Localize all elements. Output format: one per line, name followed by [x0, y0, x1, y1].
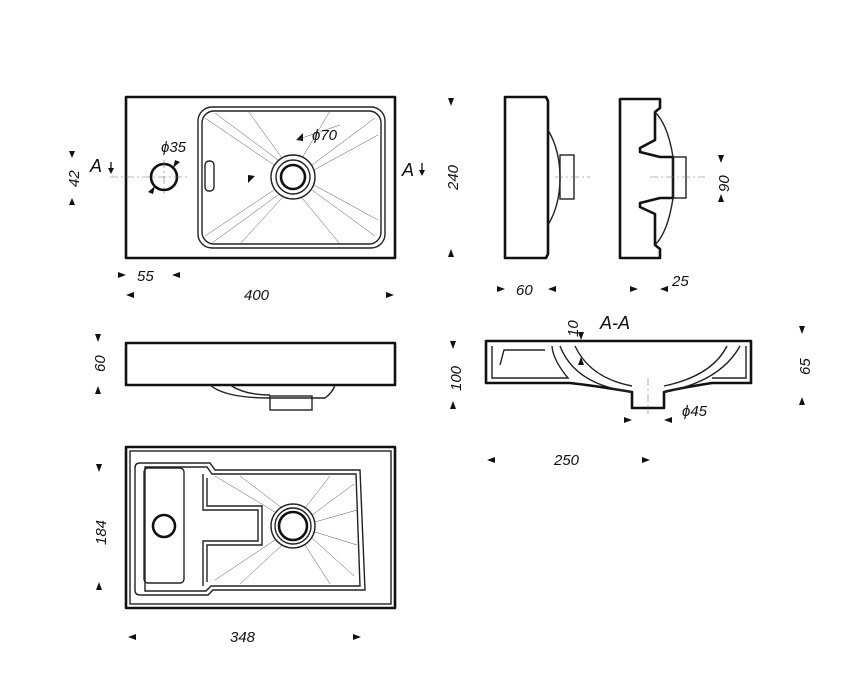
dim-240: 240 [445, 164, 462, 191]
dim-42: 42 [66, 170, 83, 187]
dim-250: 250 [553, 452, 580, 469]
dim-65: 65 [797, 358, 814, 375]
dim-184: 184 [93, 520, 110, 545]
drain-hole-dim: ϕ70 [312, 127, 338, 144]
section-view: 90 25 [618, 97, 733, 292]
top-view-outline [124, 95, 397, 260]
section-aa-title: A-A [599, 313, 630, 333]
drain-outer [270, 154, 316, 200]
drain-hole [279, 163, 307, 191]
section-view-outline [618, 97, 675, 260]
section-marker-left: A [89, 156, 102, 176]
overflow-slot [204, 160, 215, 192]
side-view: 60 [497, 95, 590, 299]
tap-hole-box [143, 467, 185, 584]
top-view-bowl [197, 106, 386, 249]
dim-25: 25 [671, 273, 689, 290]
dim-10: 10 [565, 320, 582, 337]
front-view-outline [124, 341, 397, 387]
section-aa-outline [484, 339, 753, 410]
section-aa-view: A-A 10 100 65 ϕ45 250 [448, 313, 814, 469]
bottom-view-outline [124, 445, 397, 610]
bottom-drain-hole [277, 510, 309, 542]
tap-hole-dim: ϕ35 [161, 139, 187, 156]
section-marker-right: A [401, 160, 414, 180]
side-view-outline [503, 95, 550, 260]
dim-100: 100 [448, 365, 465, 391]
bottom-radial-lines [214, 475, 358, 585]
dim-front-60: 60 [92, 355, 109, 372]
bottom-view: 184 348 [93, 445, 397, 646]
front-view: 60 [92, 334, 397, 411]
bottom-tap-hole [151, 513, 177, 539]
top-view: ϕ35 ϕ70 A A 42 240 55 400 [66, 95, 462, 304]
dim-348: 348 [230, 629, 256, 646]
front-view-drain [269, 395, 313, 411]
dim-aa-drain: ϕ45 [682, 403, 708, 420]
dim-400: 400 [244, 287, 270, 304]
dim-side-60: 60 [516, 282, 533, 299]
dim-55: 55 [137, 268, 154, 285]
bottom-view-shell [134, 462, 366, 596]
dim-90: 90 [716, 175, 733, 192]
bowl-radial-lines [204, 110, 379, 245]
